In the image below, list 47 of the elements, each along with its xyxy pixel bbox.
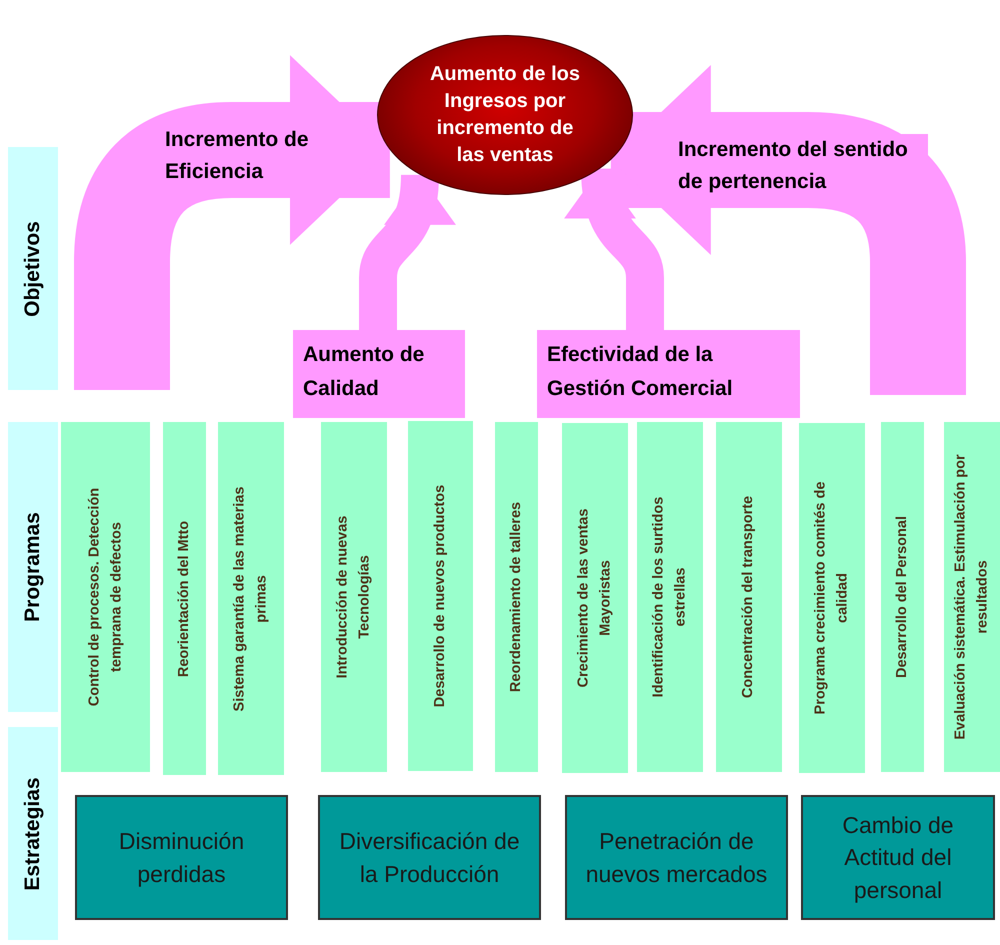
row-title: Estrategias bbox=[21, 776, 45, 890]
row-band bbox=[8, 727, 58, 940]
program-box bbox=[944, 422, 1000, 772]
strategy-box bbox=[75, 795, 288, 920]
program-text: Introducción de nuevas Tecnologías bbox=[333, 514, 373, 680]
program-text: Evaluación sistemática. Estimulación por resultados bbox=[951, 453, 991, 742]
strategy-box bbox=[565, 795, 788, 920]
program-box bbox=[799, 423, 865, 773]
program-box bbox=[408, 421, 473, 771]
program-box bbox=[495, 422, 538, 772]
row-band bbox=[8, 147, 58, 390]
program-text: Desarrollo de nuevos productos bbox=[430, 484, 449, 710]
program-text: Concentración del transporte bbox=[739, 494, 758, 700]
program-text: Programa crecimiento comités de calidad bbox=[811, 480, 851, 716]
strategy-text: Cambio de Actitud del personal bbox=[841, 811, 955, 905]
program-text: Control de procesos. Detección temprana de defectos bbox=[84, 486, 124, 708]
block-arrow bbox=[74, 55, 390, 390]
program-text: Crecimiento de las ventas Mayoristas bbox=[574, 508, 614, 690]
program-text: Desarrollo del Personal bbox=[892, 515, 911, 680]
program-box bbox=[716, 422, 782, 772]
program-text: Reorientación del Mtto bbox=[174, 519, 193, 679]
strategy-box bbox=[318, 795, 541, 920]
program-text: Reordenamiento de talleres bbox=[506, 500, 525, 694]
strategy-box bbox=[801, 795, 995, 920]
program-box bbox=[637, 422, 703, 772]
objective-box bbox=[537, 330, 800, 418]
strategy-text: Penetración de nuevos mercados bbox=[584, 827, 768, 888]
strategy-text: Diversificación de la Producción bbox=[338, 827, 521, 888]
block-arrow bbox=[566, 168, 664, 330]
row-title: Objetivos bbox=[21, 220, 45, 316]
program-text: Sistema garantía de las materias primas bbox=[230, 485, 270, 713]
program-box bbox=[163, 422, 206, 775]
objective-box bbox=[293, 330, 465, 418]
objective-text: Efectividad de la Gestión Comercial bbox=[547, 343, 733, 400]
program-box bbox=[321, 422, 387, 772]
program-text: Identificación de los surtidos estrellas bbox=[649, 496, 689, 700]
strategy-text: Disminución perdidas bbox=[118, 827, 246, 889]
program-box bbox=[881, 422, 924, 772]
row-title: Programas bbox=[21, 512, 45, 622]
row-band bbox=[8, 422, 58, 712]
block-arrow bbox=[359, 174, 454, 330]
objective-text: Aumento de Calidad bbox=[303, 343, 424, 400]
block-arrow bbox=[610, 65, 966, 395]
program-box bbox=[218, 422, 284, 775]
goal-text: Aumento de los Ingresos por incremento de las ventas bbox=[428, 62, 581, 168]
program-box bbox=[61, 422, 150, 772]
program-box bbox=[562, 423, 628, 773]
